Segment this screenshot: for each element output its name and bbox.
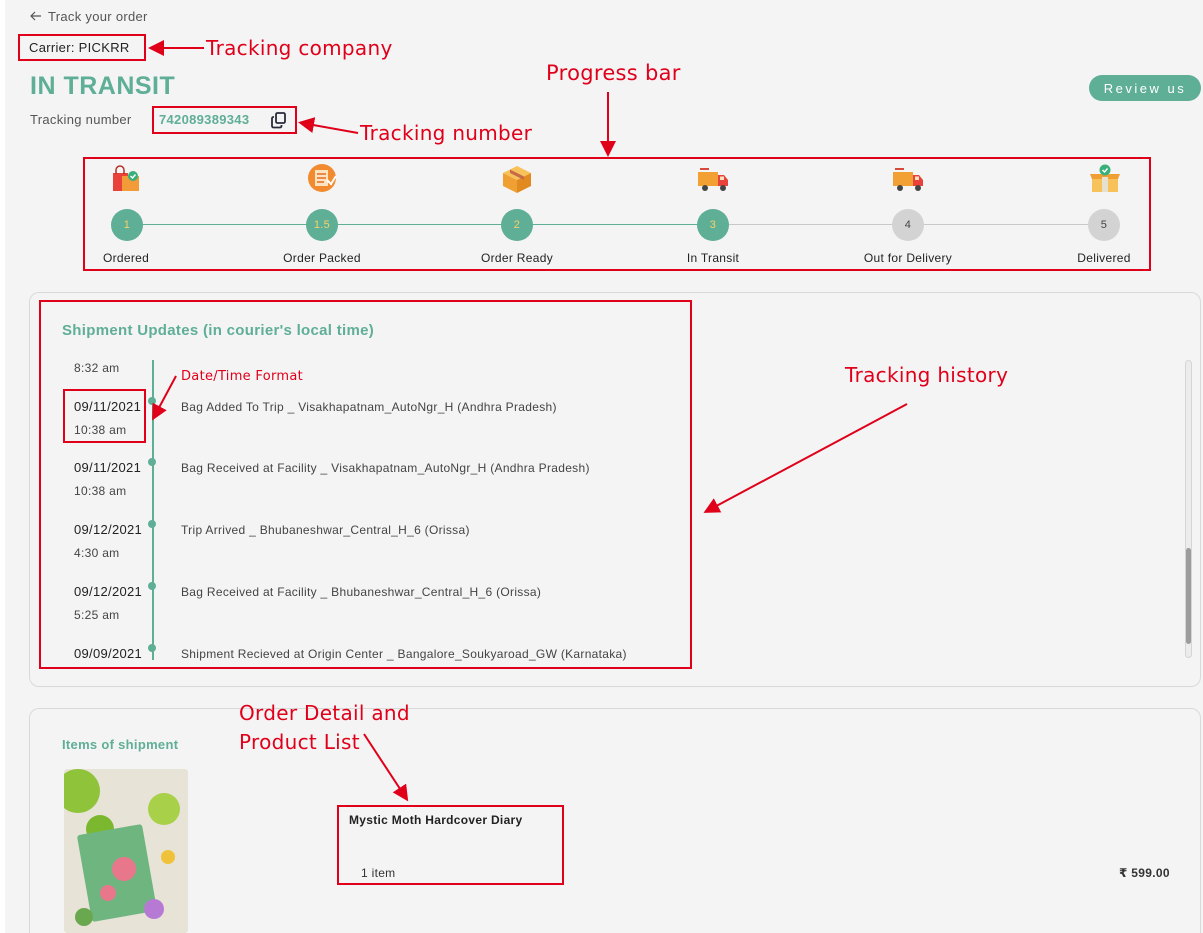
arrow-to-date-format <box>152 375 177 421</box>
items-title: Items of shipment <box>62 737 179 752</box>
event-description: Bag Received at Facility _ Visakhapatnam… <box>181 461 590 475</box>
event-date: 09/12/2021 <box>74 584 143 599</box>
product-quantity: 1 item <box>361 866 396 880</box>
annotation-order-detail-line1: Order Detail and <box>239 701 410 725</box>
annotation-box-date-format <box>63 389 146 443</box>
annotation-box-order-detail <box>337 805 564 885</box>
step-label-in-transit: In Transit <box>686 251 740 265</box>
step-label-order-ready: Order Ready <box>481 251 553 265</box>
timeline-dot <box>148 520 156 528</box>
shopping-bag-icon <box>110 164 144 194</box>
annotation-box-carrier <box>18 34 146 61</box>
event-date: 09/12/2021 <box>74 522 143 537</box>
annotation-box-progress-bar <box>83 157 1151 271</box>
shipment-status: IN TRANSIT <box>30 72 176 100</box>
step-2-circle: 2 <box>501 209 533 241</box>
package-box-icon <box>500 164 534 194</box>
event-time: 5:25 am <box>74 608 120 622</box>
step-label-out-for-delivery: Out for Delivery <box>863 251 953 265</box>
event-description: Bag Added To Trip _ Visakhapatnam_AutoNg… <box>181 400 557 414</box>
event-date: 09/11/2021 <box>74 460 142 475</box>
annotation-tracking-company: Tracking company <box>206 36 393 60</box>
event-description: Bag Received at Facility _ Bhubaneshwar_… <box>181 585 542 599</box>
timeline-first-time: 8:32 am <box>74 361 120 375</box>
progress-line-completed <box>126 224 713 225</box>
step-label-delivered: Delivered <box>1077 251 1131 265</box>
annotation-tracking-history: Tracking history <box>845 363 1009 387</box>
back-link[interactable]: Track your order <box>30 9 148 24</box>
tracking-number[interactable]: 742089389343 <box>159 112 250 127</box>
delivery-truck-icon <box>697 164 731 194</box>
shipment-updates-card <box>29 292 1201 687</box>
annotation-order-detail-line2: Product List <box>239 730 360 754</box>
timeline-dot <box>148 458 156 466</box>
items-card <box>29 708 1201 933</box>
tracking-number-label: Tracking number <box>30 112 132 127</box>
event-date: 09/11/2021 <box>74 399 142 414</box>
copy-icon[interactable] <box>270 111 288 129</box>
step-4-circle: 4 <box>892 209 924 241</box>
step-label-order-packed: Order Packed <box>283 251 361 265</box>
delivered-box-icon <box>1088 164 1122 194</box>
annotation-box-tracking-history <box>39 300 692 669</box>
event-date: 09/09/2021 <box>74 646 143 661</box>
event-description: Shipment Recieved at Origin Center _ Ban… <box>181 647 627 661</box>
review-us-button[interactable]: Review us <box>1089 75 1201 101</box>
scrollbar-track[interactable] <box>1185 360 1192 658</box>
timeline-line <box>152 360 154 660</box>
arrow-left-icon <box>30 9 42 24</box>
step-label-ordered: Ordered <box>102 251 150 265</box>
arrow-to-tracking-history <box>703 403 908 513</box>
step-1-circle: 1 <box>111 209 143 241</box>
event-time: 10:38 am <box>74 484 127 498</box>
packing-checklist-icon <box>305 164 339 194</box>
event-time: 4:30 am <box>74 546 120 560</box>
event-description: Trip Arrived _ Bhubaneshwar_Central_H_6 … <box>181 523 470 537</box>
step-1-5-circle: 1.5 <box>306 209 338 241</box>
step-3-circle: 3 <box>697 209 729 241</box>
annotation-box-tracking-number <box>152 106 297 134</box>
back-link-label: Track your order <box>48 9 148 24</box>
step-5-circle: 5 <box>1088 209 1120 241</box>
product-price: ₹ 599.00 <box>1119 866 1170 880</box>
timeline-dot <box>148 582 156 590</box>
product-name[interactable]: Mystic Moth Hardcover Diary <box>349 813 523 827</box>
delivery-truck-icon <box>892 164 926 194</box>
annotation-date-time-format: Date/Time Format <box>181 369 304 384</box>
product-image[interactable] <box>64 769 188 933</box>
scrollbar-thumb[interactable] <box>1186 548 1191 644</box>
timeline-dot <box>148 644 156 652</box>
event-time: 10:38 am <box>74 423 127 437</box>
arrow-to-tracking-number <box>298 117 359 134</box>
timeline-dot <box>148 397 156 405</box>
arrow-to-order-detail <box>363 733 409 802</box>
annotation-tracking-number: Tracking number <box>360 121 533 145</box>
carrier-label: Carrier: PICKRR <box>29 40 130 55</box>
shipment-updates-title: Shipment Updates (in courier's local tim… <box>62 322 375 339</box>
annotation-progress-bar: Progress bar <box>546 61 681 85</box>
